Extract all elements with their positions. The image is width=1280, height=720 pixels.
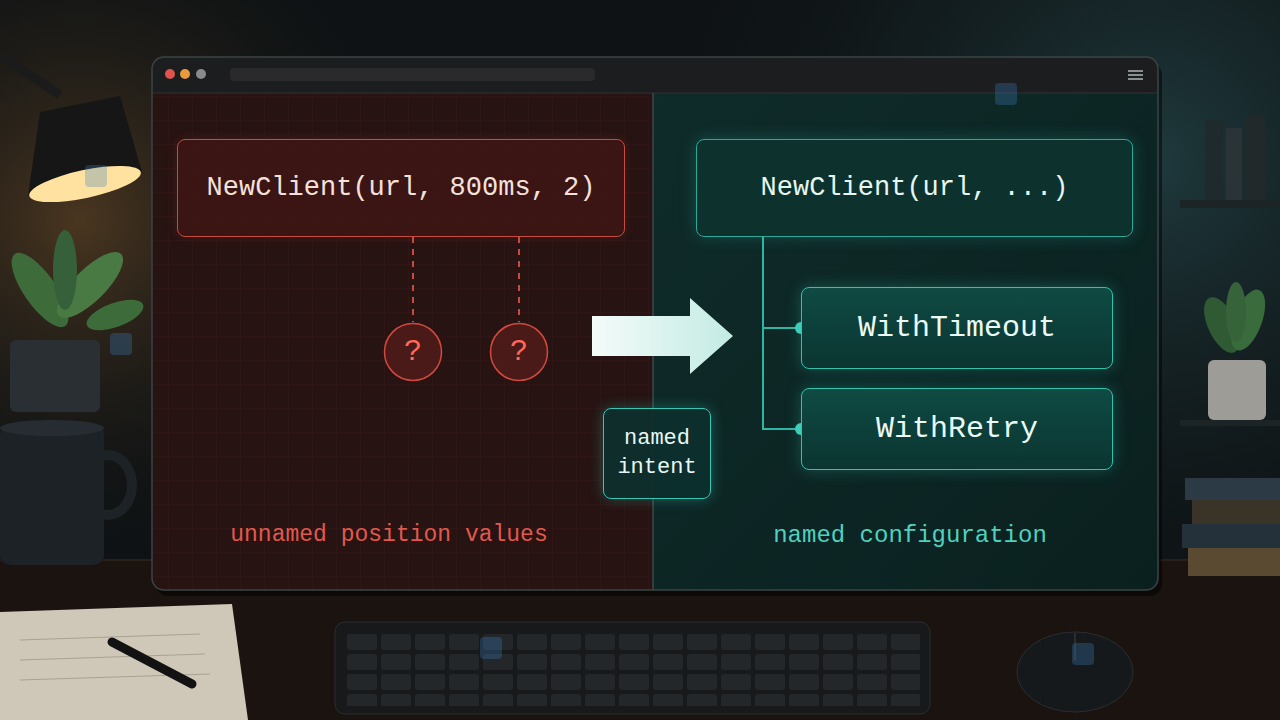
menu-icon (1128, 71, 1143, 79)
tag-box: named intent (603, 408, 711, 499)
book-stack (1182, 478, 1280, 576)
app-window (152, 57, 1162, 596)
node-text: named intent (617, 425, 696, 482)
connector-line (518, 237, 520, 322)
left-grid (152, 57, 653, 590)
transform-arrow (592, 298, 733, 374)
call-box: NewClient(url, 800ms, 2) (177, 139, 625, 237)
address-bar (230, 68, 595, 81)
connector-line (412, 237, 414, 322)
circle-shape (385, 324, 442, 381)
connector-line (763, 237, 801, 328)
mouse (1017, 632, 1133, 712)
panel-caption: named configuration (773, 522, 1047, 549)
option-box: WithRetry (801, 388, 1113, 470)
shelf-books (1180, 116, 1280, 426)
desk-lamp (0, 55, 144, 210)
call-box: NewClient(url, ...) (696, 139, 1133, 237)
connector-line (763, 237, 801, 429)
circle-shape (491, 324, 548, 381)
node-text: ? (510, 335, 528, 369)
coffee-mug (0, 420, 132, 565)
window-dot (196, 69, 206, 79)
notebook (0, 604, 248, 720)
window-dot (165, 69, 175, 79)
node-text: NewClient(url, ...) (761, 173, 1069, 203)
window-dot (180, 69, 190, 79)
keyboard (335, 622, 930, 714)
panel-caption: unnamed position values (230, 522, 547, 548)
right-plant (1197, 282, 1272, 420)
node-text: ? (404, 335, 422, 369)
left-plant (2, 230, 148, 412)
node-text: WithTimeout (858, 311, 1056, 345)
node-text: NewClient(url, 800ms, 2) (207, 173, 596, 203)
left-panel (152, 57, 653, 590)
unknown-circle: ? (489, 322, 549, 382)
node-text: WithRetry (876, 412, 1038, 446)
unknown-circle: ? (383, 322, 443, 382)
option-box: WithTimeout (801, 287, 1113, 369)
right-panel (653, 57, 1158, 590)
